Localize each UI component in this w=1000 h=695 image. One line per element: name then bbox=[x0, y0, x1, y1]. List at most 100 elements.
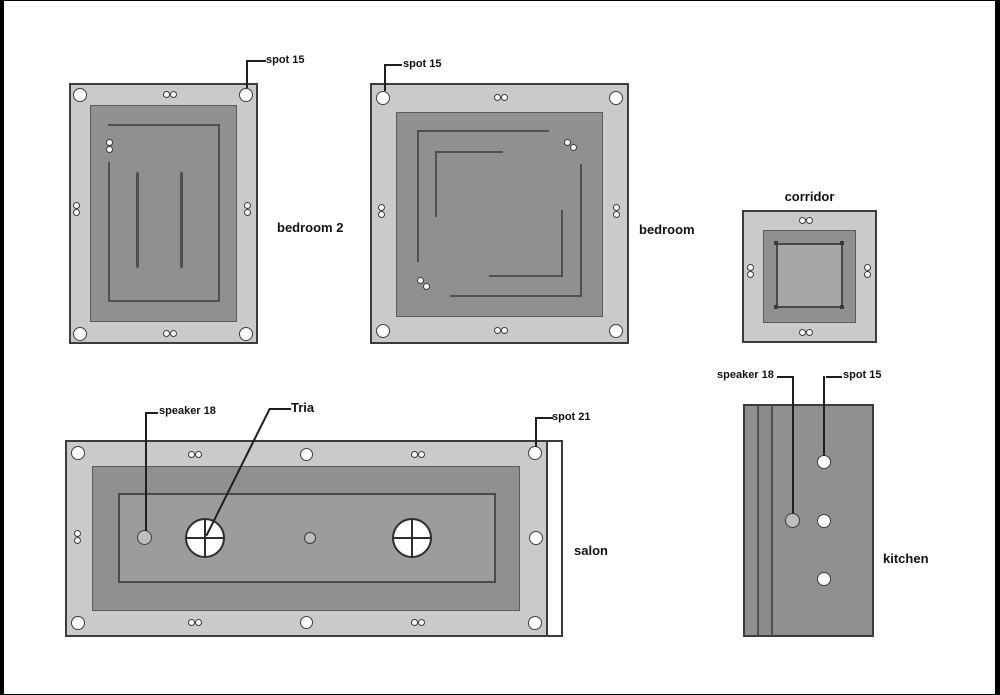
room-label-salon: salon bbox=[574, 543, 608, 558]
fixture-pair-circle bbox=[418, 451, 425, 458]
panel-bedroom-recess bbox=[396, 112, 603, 317]
speaker-circle bbox=[137, 530, 152, 545]
spot-circle bbox=[609, 91, 623, 105]
fixture-pair-circle bbox=[747, 264, 754, 271]
fixture-pair-circle bbox=[747, 271, 754, 278]
corner-dot bbox=[774, 241, 778, 245]
led-track-line bbox=[489, 275, 563, 277]
led-track-line bbox=[561, 210, 563, 277]
fixture-pair-circle bbox=[411, 619, 418, 626]
spot-circle bbox=[239, 88, 253, 102]
room-label-corridor: corridor bbox=[784, 189, 835, 204]
leader-line bbox=[384, 64, 386, 91]
fixture-pair-circle bbox=[799, 217, 806, 224]
fixture-pair-circle bbox=[494, 94, 501, 101]
spot-circle bbox=[529, 531, 543, 545]
fixture-pair-circle bbox=[195, 619, 202, 626]
corner-dot bbox=[840, 305, 844, 309]
fixture-pair-circle bbox=[163, 330, 170, 337]
fixture-pair-circle bbox=[163, 91, 170, 98]
fixture-pair-circle bbox=[613, 211, 620, 218]
fixture-pair-circle bbox=[411, 451, 418, 458]
leader-line bbox=[792, 376, 794, 514]
panel-corridor-inner bbox=[776, 243, 843, 308]
callout-label-spot15-bedroom: spot 15 bbox=[403, 58, 442, 70]
leader-line bbox=[777, 376, 793, 378]
leader-line bbox=[823, 376, 825, 456]
spot-circle bbox=[817, 572, 831, 586]
led-track-line bbox=[418, 130, 549, 132]
spot-circle bbox=[528, 616, 542, 630]
fixture-pair-circle bbox=[74, 530, 81, 537]
leader-line bbox=[537, 417, 553, 419]
fixture-pair-circle bbox=[195, 451, 202, 458]
led-track-line bbox=[450, 295, 582, 297]
fixture-pair-circle bbox=[170, 91, 177, 98]
leader-line bbox=[146, 412, 158, 414]
callout-label-spot15-kitchen: spot 15 bbox=[843, 369, 882, 381]
leader-line bbox=[247, 60, 266, 62]
led-slot bbox=[180, 172, 183, 268]
leader-line bbox=[535, 417, 537, 447]
led-track-line bbox=[108, 124, 220, 126]
speaker-circle bbox=[785, 513, 800, 528]
fixture-pair-circle bbox=[106, 146, 113, 153]
fixture-pair-circle bbox=[106, 139, 113, 146]
callout-label-tria: Tria bbox=[291, 400, 315, 415]
fixture-pair-circle bbox=[501, 94, 508, 101]
fixture-pair-circle bbox=[73, 209, 80, 216]
fixture-pair-circle bbox=[864, 271, 871, 278]
speaker-circle bbox=[304, 532, 316, 544]
room-label-kitchen: kitchen bbox=[883, 551, 929, 566]
fixture-pair-circle bbox=[378, 211, 385, 218]
spot-circle bbox=[73, 327, 87, 341]
fixture-pair-circle bbox=[799, 329, 806, 336]
tria-speaker-circle bbox=[392, 518, 432, 558]
fixture-pair-circle bbox=[864, 264, 871, 271]
callout-label-spot21: spot 21 bbox=[552, 411, 591, 423]
spot-circle bbox=[300, 448, 313, 461]
led-track-line bbox=[218, 124, 220, 302]
fixture-pair-circle bbox=[170, 330, 177, 337]
kitchen-divider-line bbox=[757, 406, 759, 635]
crosshair-vertical bbox=[411, 520, 413, 556]
fixture-pair-circle bbox=[494, 327, 501, 334]
page-edge-top bbox=[0, 0, 1000, 1]
fixture-pair-circle bbox=[188, 619, 195, 626]
spot-circle bbox=[609, 324, 623, 338]
kitchen-divider-line bbox=[771, 406, 773, 635]
fixture-pair-circle bbox=[244, 209, 251, 216]
room-label-bedroom: bedroom bbox=[639, 222, 695, 237]
fixture-pair-circle bbox=[244, 202, 251, 209]
led-slot bbox=[136, 172, 139, 268]
leader-line bbox=[826, 376, 842, 378]
tria-speaker-circle bbox=[185, 518, 225, 558]
callout-label-speaker18-kitchen: speaker 18 bbox=[717, 369, 774, 381]
led-track-line bbox=[435, 151, 437, 217]
led-track-line bbox=[417, 130, 419, 262]
fixture-pair-circle bbox=[188, 451, 195, 458]
page-edge-right bbox=[995, 0, 1000, 695]
spot-circle bbox=[71, 446, 85, 460]
spot-circle bbox=[73, 88, 87, 102]
fixture-pair-circle bbox=[378, 204, 385, 211]
panel-bedroom2-recess bbox=[90, 105, 237, 322]
fixture-pair-circle bbox=[418, 619, 425, 626]
corner-dot bbox=[774, 305, 778, 309]
kitchen-bulkhead-band bbox=[759, 406, 771, 635]
fixture-pair-circle bbox=[570, 144, 577, 151]
spot-circle bbox=[71, 616, 85, 630]
page-edge-left bbox=[0, 0, 4, 695]
spot-circle bbox=[239, 327, 253, 341]
leader-line bbox=[385, 64, 402, 66]
leader-line bbox=[246, 60, 248, 88]
callout-label-spot15-bedroom2: spot 15 bbox=[266, 54, 305, 66]
led-track-line bbox=[108, 162, 110, 302]
fixture-pair-circle bbox=[501, 327, 508, 334]
led-track-line bbox=[436, 151, 503, 153]
fixture-pair-circle bbox=[613, 204, 620, 211]
leader-line bbox=[269, 408, 291, 410]
spot-circle bbox=[376, 324, 390, 338]
fixture-pair-circle bbox=[806, 329, 813, 336]
